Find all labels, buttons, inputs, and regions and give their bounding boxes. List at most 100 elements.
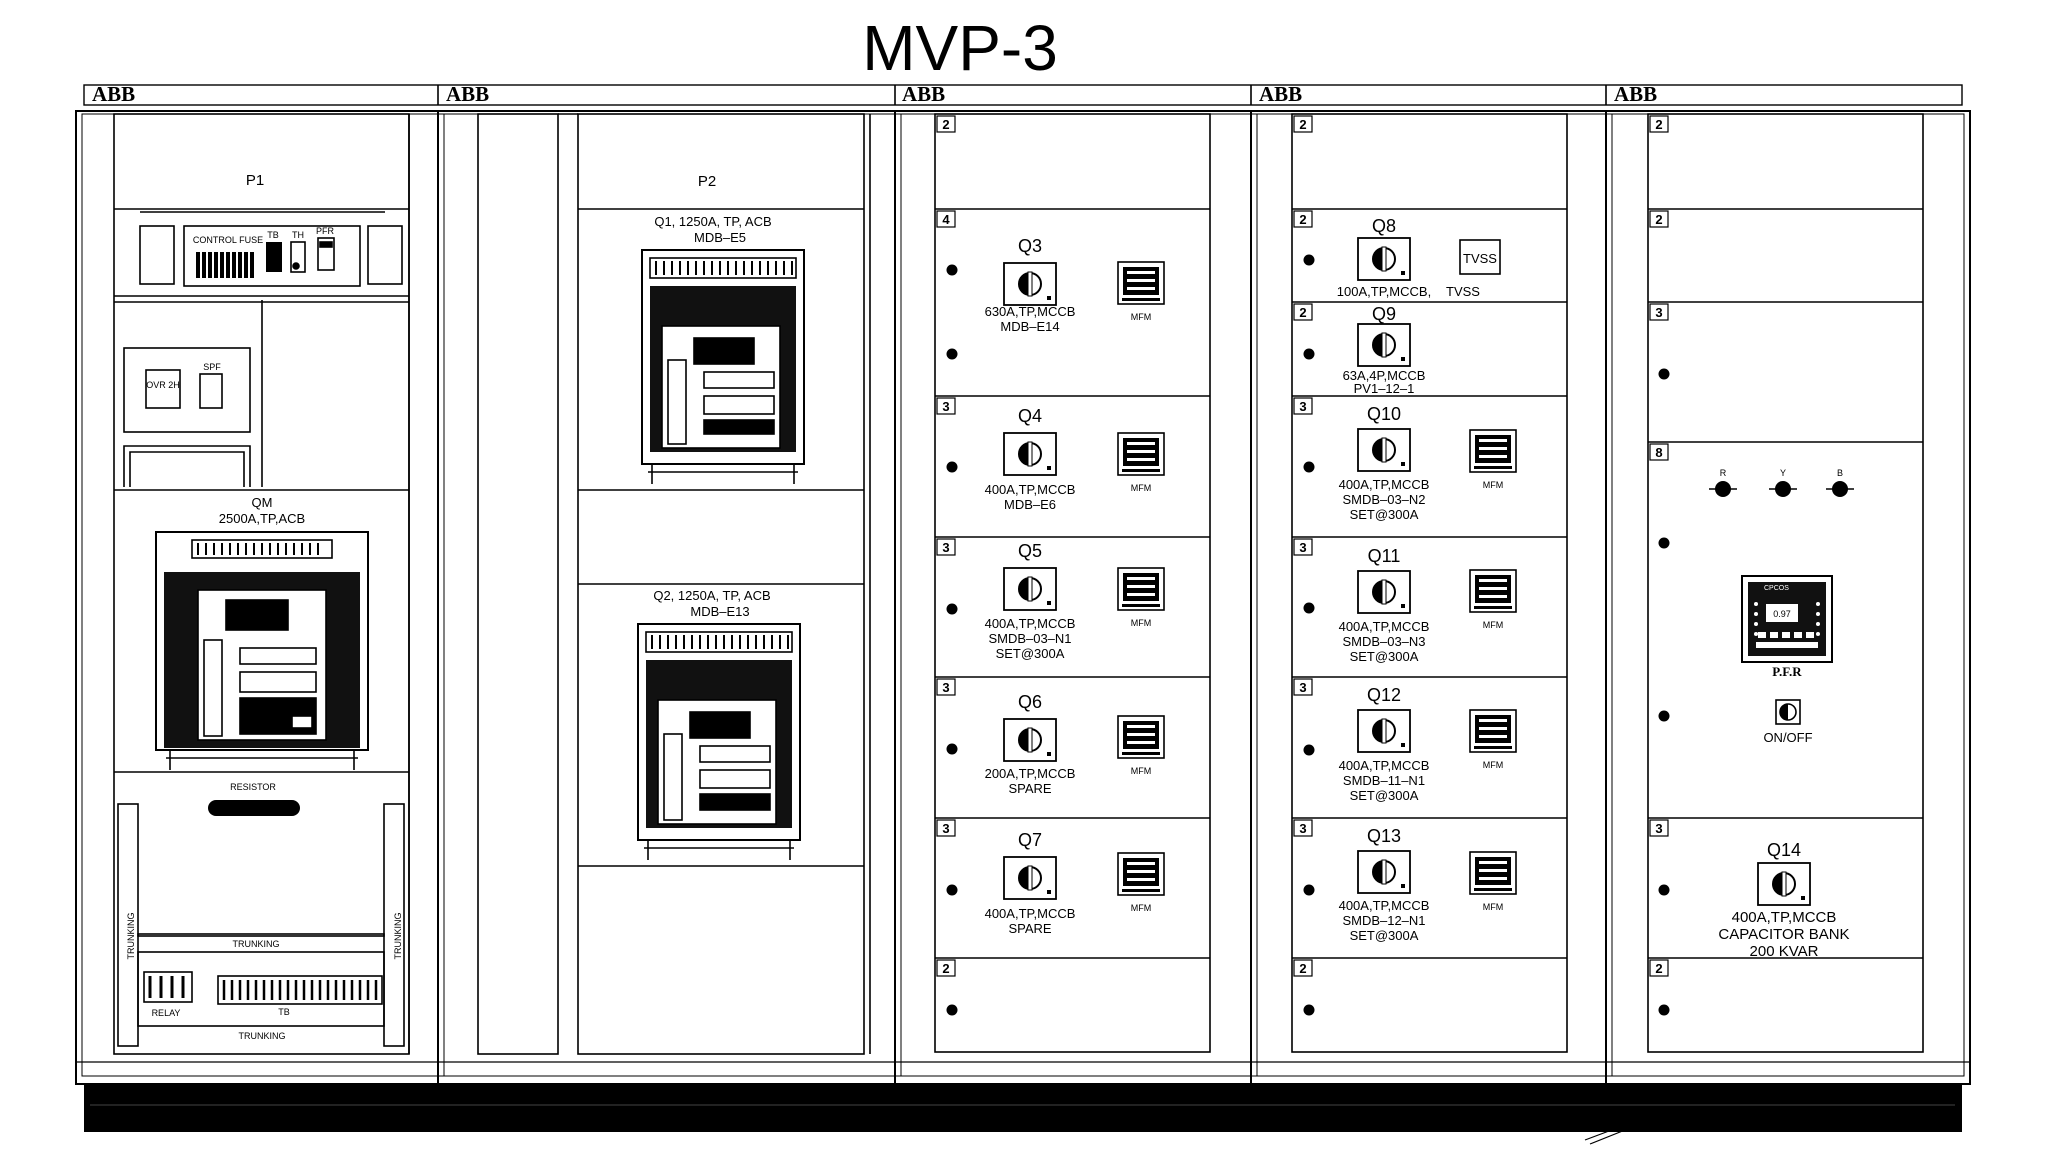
p5-compartment-number-5: 3 [1649, 819, 1669, 837]
q14-line-1: 400A,TP,MCCB [1732, 909, 1837, 926]
feeder-q4-meter-icon: MFM [1117, 432, 1165, 493]
feeder-q12-line-2: SMDB–11–N1 [1343, 773, 1425, 788]
q9-indicator [1303, 348, 1315, 360]
feeder-q11-line-3: SET@300A [1350, 649, 1419, 664]
trunking-mid-label: TRUNKING [233, 939, 280, 949]
feeder-q5-meter-icon: MFM [1117, 567, 1165, 628]
feeder-q11-meter-icon-label: MFM [1483, 620, 1504, 630]
p5-compartment-number-3-text: 3 [1655, 305, 1662, 320]
p4-compartment-number-3: 2 [1293, 303, 1313, 321]
q8-name: Q8 [1372, 216, 1396, 236]
p5-indicator-2 [1658, 537, 1670, 549]
feeder-q13-line-3: SET@300A [1350, 928, 1419, 943]
p4-compartment-number-5-text: 3 [1299, 540, 1306, 555]
p4-compartment-number-1-text: 2 [1299, 117, 1306, 132]
p4-compartment-number-7: 3 [1293, 819, 1313, 837]
feeder-q13-indicator [1303, 884, 1315, 896]
feeder-q6-indicator-1 [946, 743, 958, 755]
feeder-q5-indicator-1 [946, 603, 958, 615]
p4-compartment-number-6-text: 3 [1299, 680, 1306, 695]
feeder-q12-meter-icon: MFM [1469, 709, 1517, 770]
feeder-q6-line-2: SPARE [1008, 781, 1051, 796]
p4-compartment-number-2-text: 2 [1299, 212, 1306, 227]
feeder-q12-line-3: SET@300A [1350, 788, 1419, 803]
feeder-q10-line-1: 400A,TP,MCCB [1339, 477, 1430, 492]
lamp-r-label: R [1720, 468, 1727, 478]
on-off-switch-icon [1775, 699, 1801, 725]
feeder-q11-breaker-icon [1357, 570, 1411, 614]
p3-compartment-number-4: 3 [936, 538, 956, 556]
q8-tvss-label: TVSS [1446, 284, 1480, 299]
feeder-q6-meter-icon-label: MFM [1131, 766, 1152, 776]
tb-label-bottom: TB [278, 1007, 290, 1017]
feeder-q4-meter-icon-label: MFM [1131, 483, 1152, 493]
panel-p2: P2 Q1, 1250A, TP, ACB MDB–E5 Q2, 1250A, … [477, 113, 871, 1055]
feeder-q13-name: Q13 [1367, 826, 1401, 846]
main-breaker-qm: QM 2500A,TP,ACB [155, 495, 369, 770]
protection-compartment: OVR 2H SPF [114, 300, 409, 487]
p3-indicator-bottom [946, 1004, 958, 1016]
feeder-q4-indicator-1 [946, 461, 958, 473]
lamp-r-icon [1709, 481, 1737, 497]
control-fuse-label: CONTROL FUSE [193, 235, 263, 245]
th-label: TH [292, 230, 304, 240]
p4-compartment-number-7-text: 3 [1299, 821, 1306, 836]
p3-compartment-number-6: 3 [936, 819, 956, 837]
tvss-box [1459, 239, 1501, 275]
p3-compartment-number-3-text: 3 [942, 399, 949, 414]
panel-p1: P1 CONTROL FUSE TB TH PFR OVR 2 [113, 113, 410, 1055]
p3-compartment-number-7-text: 2 [942, 961, 949, 976]
pfr-display: 0.97 [1773, 609, 1791, 619]
q9-breaker-icon [1357, 323, 1411, 367]
panel-p1-label: P1 [246, 172, 264, 189]
resistor-bar [208, 800, 300, 816]
p3-compartment-number-5-text: 3 [942, 680, 949, 695]
feeder-q7-indicator-1 [946, 884, 958, 896]
q14-breaker-icon [1757, 862, 1811, 906]
feeder-q11-indicator [1303, 602, 1315, 614]
q1-line-2: MDB–E5 [694, 230, 746, 245]
acb-q1 [641, 249, 805, 484]
feeder-q6-line-1: 200A,TP,MCCB [985, 766, 1076, 781]
q8-rating: 100A,TP,MCCB, [1337, 284, 1431, 299]
pfr-label: P.F.R [1772, 664, 1802, 679]
trunking-bottom-label: TRUNKING [239, 1031, 286, 1041]
p5-compartment-number-3: 3 [1649, 303, 1669, 321]
feeder-q3-breaker-icon [1003, 262, 1057, 306]
feeder-q3-indicator-2 [946, 348, 958, 360]
feeder-q7-name: Q7 [1018, 830, 1042, 850]
tb-label-top: TB [267, 230, 279, 240]
ovr-label: OVR 2H [146, 380, 180, 390]
p5-compartment-number-4-text: 8 [1655, 445, 1662, 460]
p3-compartment-number-6-text: 3 [942, 821, 949, 836]
p5-compartment-number-6-text: 2 [1655, 961, 1662, 976]
p4-compartment-number-3-text: 2 [1299, 305, 1306, 320]
feeder-q10-line-2: SMDB–03–N2 [1342, 492, 1425, 507]
feeder-q6-breaker-icon [1003, 718, 1057, 762]
q2-line-2: MDB–E13 [690, 604, 749, 619]
lamp-b-label: B [1837, 468, 1843, 478]
p5-compartment-number-5-text: 3 [1655, 821, 1662, 836]
panel-p4: 22233332Q8100A,TP,MCCB,TVSSTVSSQ963A,4P,… [1291, 113, 1568, 1053]
p3-compartment-number-2: 4 [936, 210, 956, 228]
feeder-q13-meter-icon-label: MFM [1483, 902, 1504, 912]
trunking-left-label: TRUNKING [126, 913, 136, 960]
feeder-q11-meter-icon: MFM [1469, 569, 1517, 630]
feeder-q3-line-2: MDB–E14 [1000, 319, 1059, 334]
feeder-q7-breaker-icon [1003, 856, 1057, 900]
q9-line-2: PV1–12–1 [1354, 381, 1415, 396]
feeder-q10-breaker-icon [1357, 428, 1411, 472]
feeder-q5-name: Q5 [1018, 541, 1042, 561]
p3-compartment-number-3: 3 [936, 397, 956, 415]
pfr-brand: CPCOS [1764, 585, 1789, 592]
feeder-q13-line-1: 400A,TP,MCCB [1339, 898, 1430, 913]
brand-label-section-3: ABB [902, 82, 945, 106]
q14-line-3: 200 KVAR [1750, 943, 1819, 960]
feeder-q5-line-1: 400A,TP,MCCB [985, 616, 1076, 631]
feeder-q13-meter-icon: MFM [1469, 851, 1517, 912]
control-strip: CONTROL FUSE TB TH PFR [114, 211, 409, 297]
feeder-q10-name: Q10 [1367, 404, 1401, 424]
abb-header-strip: ABB ABB ABB ABB ABB [83, 82, 1963, 106]
trunking-right-label: TRUNKING [393, 913, 403, 960]
p4-compartment-number-8: 2 [1293, 959, 1313, 977]
